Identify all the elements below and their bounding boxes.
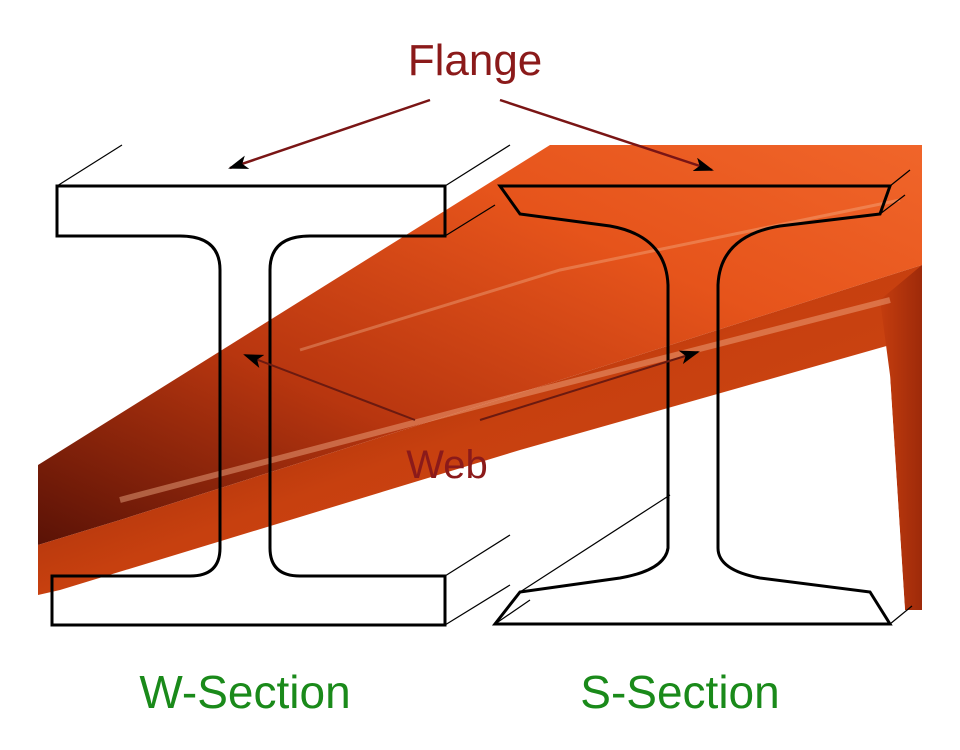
w-depth-line-4: [444, 534, 511, 577]
web-arrows: [243, 350, 700, 421]
s-depth-line-1: [889, 169, 911, 187]
flange-arrow-right: [499, 98, 714, 172]
beam-lower-face: [38, 265, 922, 595]
flange-label: Flange: [408, 36, 543, 85]
web-label: Web: [406, 443, 488, 487]
s-depth-line-5: [494, 599, 531, 625]
w-depth-line-1: [56, 144, 123, 187]
w-depth-line-2: [444, 144, 511, 187]
w-depth-line-5: [444, 584, 511, 626]
beam-highlight-2: [299, 198, 901, 352]
beam-photo: [38, 145, 922, 610]
beam-highlight: [119, 297, 891, 503]
w-depth-line-3: [444, 204, 496, 237]
beam-cutout: [520, 375, 905, 610]
w-section-shape: [50, 144, 511, 627]
w-section-caption: W-Section: [139, 666, 350, 718]
web-arrow-left: [243, 354, 416, 421]
s-depth-line-3: [889, 605, 913, 625]
beam-end-face: [880, 265, 922, 610]
s-depth-line-4: [519, 494, 671, 593]
s-section-shape: [491, 169, 913, 626]
flange-arrows: [228, 98, 714, 172]
s-depth-line-2: [879, 194, 906, 215]
beam-top-face: [38, 145, 922, 545]
s-section-caption: S-Section: [580, 666, 779, 718]
flange-arrow-left: [228, 98, 431, 170]
web-arrow-right: [479, 350, 700, 421]
